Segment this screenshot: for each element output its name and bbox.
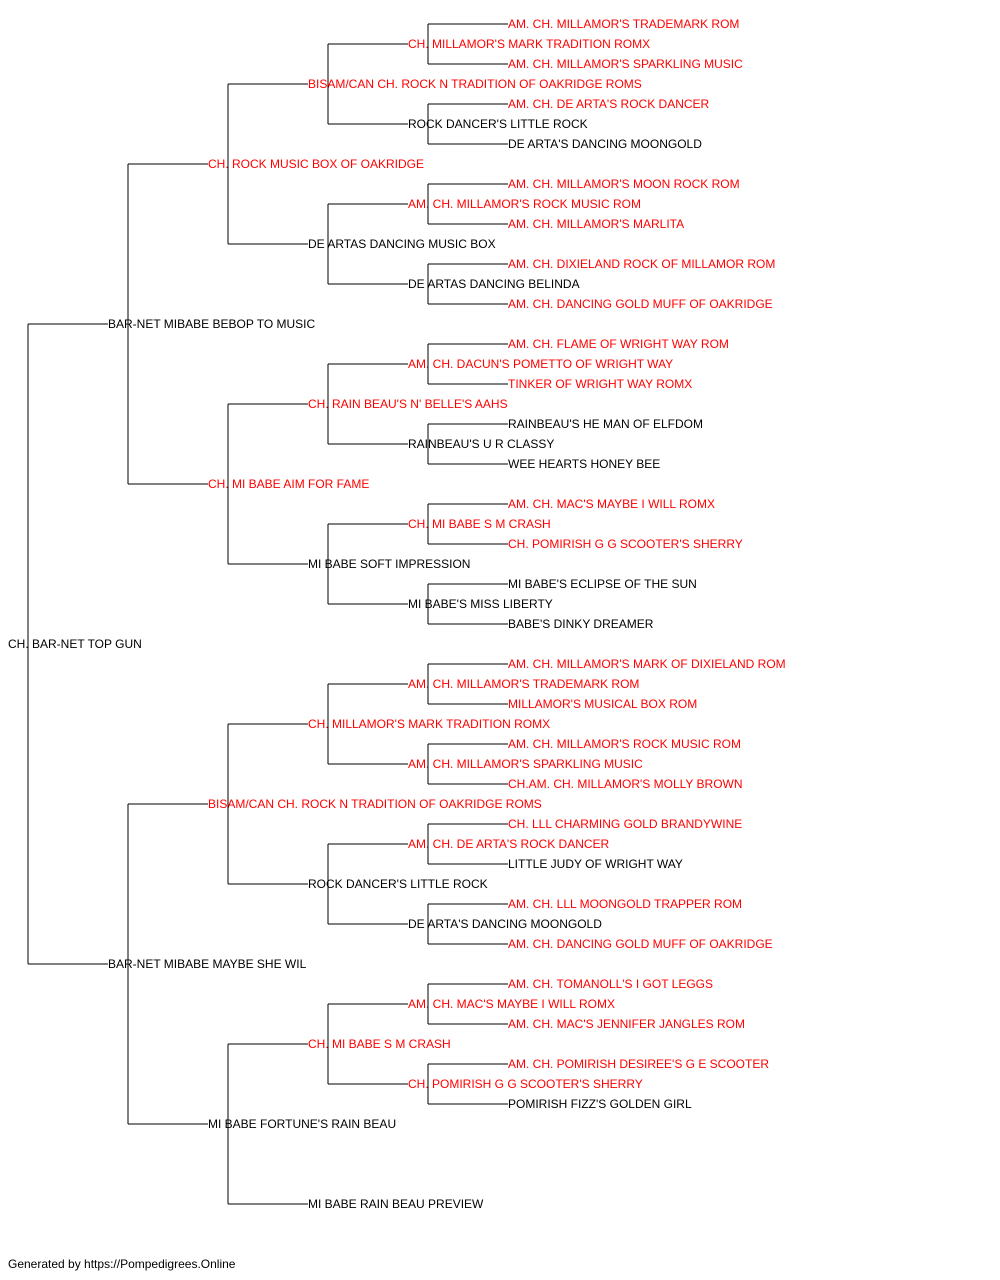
gg-grandparent-name: AM. CH. MILLAMOR'S SPARKLING MUSIC xyxy=(408,757,643,771)
gg-grandparent-name: AM. CH. MILLAMOR'S TRADEMARK ROM xyxy=(408,677,639,691)
ancestor-name: CH. POMIRISH G G SCOOTER'S SHERRY xyxy=(508,537,743,551)
parent-name: BAR-NET MIBABE MAYBE SHE WIL xyxy=(108,957,307,971)
ancestor-name: TINKER OF WRIGHT WAY ROMX xyxy=(508,377,692,391)
ancestor-name: AM. CH. MILLAMOR'S SPARKLING MUSIC xyxy=(508,57,743,71)
ancestor-name: BABE'S DINKY DREAMER xyxy=(508,617,654,631)
ancestor-name: RAINBEAU'S HE MAN OF ELFDOM xyxy=(508,417,703,431)
subject-name: CH. BAR-NET TOP GUN xyxy=(8,637,142,651)
ancestor-name: AM. CH. FLAME OF WRIGHT WAY ROM xyxy=(508,337,729,351)
gg-grandparent-name: DE ARTAS DANCING BELINDA xyxy=(408,277,580,291)
ancestor-name: AM. CH. TOMANOLL'S I GOT LEGGS xyxy=(508,977,713,991)
great-grandparent-name: DE ARTAS DANCING MUSIC BOX xyxy=(308,237,496,251)
ancestor-name: AM. CH. MAC'S MAYBE I WILL ROMX xyxy=(508,497,715,511)
pedigree-tree: CH. BAR-NET TOP GUN BAR-NET MIBABE BEBOP … xyxy=(8,17,786,1211)
ancestor-name: AM. CH. DANCING GOLD MUFF OF OAKRIDGE xyxy=(508,297,773,311)
ancestor-name: AM. CH. MILLAMOR'S MARK OF DIXIELAND ROM xyxy=(508,657,786,671)
footer-credit: Generated by https://Pompedigrees.Online xyxy=(8,1257,236,1271)
great-grandparent-name: MI BABE SOFT IMPRESSION xyxy=(308,557,470,571)
great-grandparent-name: BISAM/CAN CH. ROCK N TRADITION OF OAKRID… xyxy=(308,77,642,91)
ancestor-name: DE ARTA'S DANCING MOONGOLD xyxy=(508,137,702,151)
great-grandparent-name: MI BABE RAIN BEAU PREVIEW xyxy=(308,1197,484,1211)
gg-grandparent-name: ROCK DANCER'S LITTLE ROCK xyxy=(408,117,588,131)
ancestor-name: CH.AM. CH. MILLAMOR'S MOLLY BROWN xyxy=(508,777,743,791)
ancestor-name: MI BABE'S ECLIPSE OF THE SUN xyxy=(508,577,697,591)
great-grandparent-name: CH. MILLAMOR'S MARK TRADITION ROMX xyxy=(308,717,550,731)
ancestor-name: LITTLE JUDY OF WRIGHT WAY xyxy=(508,857,683,871)
ancestor-name: AM. CH. DE ARTA'S ROCK DANCER xyxy=(508,97,710,111)
gg-grandparent-name: AM. CH. MAC'S MAYBE I WILL ROMX xyxy=(408,997,615,1011)
ancestor-name: AM. CH. POMIRISH DESIREE'S G E SCOOTER xyxy=(508,1057,769,1071)
gg-grandparent-name: MI BABE'S MISS LIBERTY xyxy=(408,597,553,611)
ancestor-name: AM. CH. MAC'S JENNIFER JANGLES ROM xyxy=(508,1017,745,1031)
great-grandparent-name: CH. RAIN BEAU'S N' BELLE'S AAHS xyxy=(308,397,508,411)
great-grandparent-name: ROCK DANCER'S LITTLE ROCK xyxy=(308,877,488,891)
gg-grandparent-name: DE ARTA'S DANCING MOONGOLD xyxy=(408,917,602,931)
gg-grandparent-name: CH. MI BABE S M CRASH xyxy=(408,517,551,531)
gg-grandparent-name: CH. POMIRISH G G SCOOTER'S SHERRY xyxy=(408,1077,643,1091)
ancestor-name: AM. CH. MILLAMOR'S TRADEMARK ROM xyxy=(508,17,739,31)
ancestor-name: AM. CH. MILLAMOR'S MOON ROCK ROM xyxy=(508,177,740,191)
ancestor-name: AM. CH. LLL MOONGOLD TRAPPER ROM xyxy=(508,897,742,911)
grandparent-name: BISAM/CAN CH. ROCK N TRADITION OF OAKRID… xyxy=(208,797,542,811)
ancestor-name: POMIRISH FIZZ'S GOLDEN GIRL xyxy=(508,1097,692,1111)
gg-grandparent-name: RAINBEAU'S U R CLASSY xyxy=(408,437,554,451)
great-grandparent-name: CH. MI BABE S M CRASH xyxy=(308,1037,451,1051)
ancestor-name: AM. CH. DANCING GOLD MUFF OF OAKRIDGE xyxy=(508,937,773,951)
ancestor-name: AM. CH. MILLAMOR'S MARLITA xyxy=(508,217,684,231)
gg-grandparent-name: CH. MILLAMOR'S MARK TRADITION ROMX xyxy=(408,37,650,51)
ancestor-name: CH. LLL CHARMING GOLD BRANDYWINE xyxy=(508,817,742,831)
ancestor-name: MILLAMOR'S MUSICAL BOX ROM xyxy=(508,697,697,711)
ancestor-name: AM. CH. DIXIELAND ROCK OF MILLAMOR ROM xyxy=(508,257,775,271)
ancestor-name: WEE HEARTS HONEY BEE xyxy=(508,457,660,471)
ancestor-name: AM. CH. MILLAMOR'S ROCK MUSIC ROM xyxy=(508,737,741,751)
grandparent-name: CH. MI BABE AIM FOR FAME xyxy=(208,477,369,491)
gg-grandparent-name: AM. CH. DE ARTA'S ROCK DANCER xyxy=(408,837,610,851)
gg-grandparent-name: AM. CH. DACUN'S POMETTO OF WRIGHT WAY xyxy=(408,357,673,371)
grandparent-name: MI BABE FORTUNE'S RAIN BEAU xyxy=(208,1117,396,1131)
gg-grandparent-name: AM. CH. MILLAMOR'S ROCK MUSIC ROM xyxy=(408,197,641,211)
grandparent-name: CH. ROCK MUSIC BOX OF OAKRIDGE xyxy=(208,157,424,171)
parent-name: BAR-NET MIBABE BEBOP TO MUSIC xyxy=(108,317,315,331)
